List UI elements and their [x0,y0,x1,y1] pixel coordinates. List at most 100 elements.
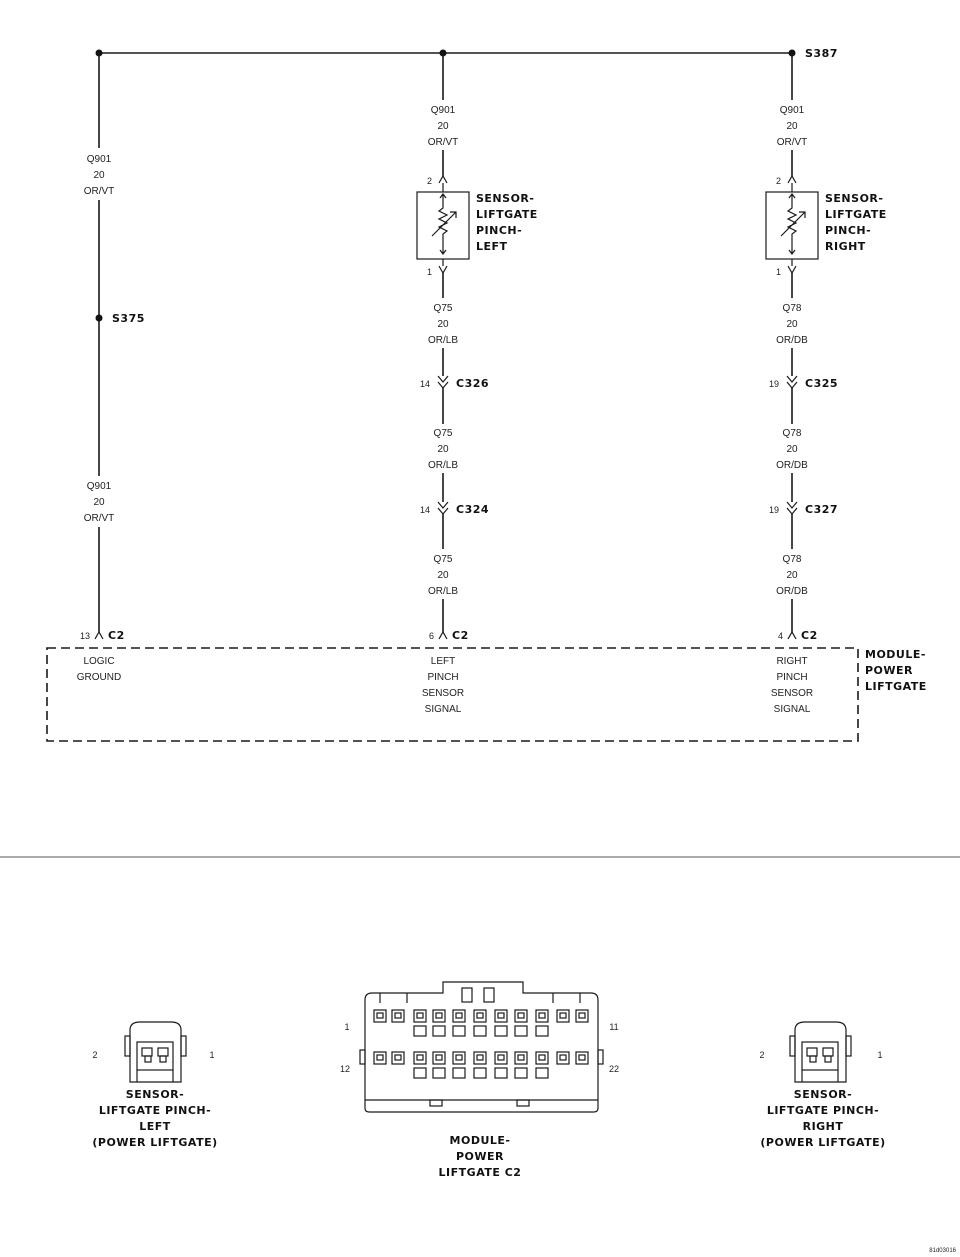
left-sensor-pin1: 1 [427,267,432,277]
mid-1-gauge: 20 [437,319,449,330]
module-label-1: MODULE- [865,648,926,661]
c2-cavity-terminal-11 [578,1012,586,1019]
right-2-color: OR/DB [776,460,808,471]
c2-view-label-3: LIFTGATE C2 [439,1166,522,1179]
c2-cavity-lock-6 [473,1025,487,1037]
pin4-func-3: SENSOR [771,688,813,699]
splice-dot-s375 [95,314,103,322]
right-view-pin-left: 2 [759,1050,764,1060]
mid-3-color: OR/LB [428,586,458,597]
mid-2-circuit: Q75 [434,428,453,439]
c2-view-pin-1: 1 [344,1022,349,1032]
module-boundary [46,647,859,742]
right-view-label-2: LIFTGATE PINCH- [767,1104,879,1117]
c2-cavity-terminal-5 [455,1012,463,1019]
c2-cavity-6 [473,1009,487,1023]
left-upper-circuit: Q901 [87,154,112,165]
right-sensor-label-1: SENSOR- [825,192,883,205]
left-sensor-pin1-terminal [438,265,448,275]
c327-connector-icon [786,501,798,515]
c2-cavity-terminal-13 [394,1054,402,1061]
c2-cavity-lock-7 [494,1025,508,1037]
c2-cavity-5 [452,1009,466,1023]
pin13-func-1: LOGIC [83,656,114,667]
c2-cavity-terminal-15 [435,1054,443,1061]
c2-cavity-3 [413,1009,427,1023]
c2-cavity-terminal-17 [476,1054,484,1061]
right-view-label-1: SENSOR- [794,1088,852,1101]
mid-3-circuit: Q75 [434,554,453,565]
c2-cavity-18 [494,1051,508,1065]
c2-cavity-20 [535,1051,549,1065]
c2-pin6-number: 6 [429,631,434,641]
right-view-label-3: RIGHT [803,1120,844,1133]
right-sensor-pin2-terminal [787,174,797,184]
mid-top-gauge: 20 [437,121,449,132]
c2-pin4-number: 4 [778,631,783,641]
left-view-label-3: LEFT [139,1120,171,1133]
c2-cavity-lock-19 [514,1067,528,1079]
c2-cavity-lock-4 [432,1025,446,1037]
c2-cavity-21 [556,1051,570,1065]
c2-right-name: C2 [801,629,818,642]
variable-resistor-icon [437,193,449,255]
c2-cavity-terminal-3 [416,1012,424,1019]
right-3-circuit: Q78 [783,554,802,565]
c2-view-label-1: MODULE- [450,1134,511,1147]
mid-2-gauge: 20 [437,444,449,455]
right-top-gauge: 20 [786,121,798,132]
left-view-label-1: SENSOR- [126,1088,184,1101]
c2-cavity-terminal-1 [376,1012,384,1019]
left-lower-gauge: 20 [93,497,105,508]
c2-pin13-number: 13 [80,631,90,641]
left-view-pin-left: 2 [92,1050,97,1060]
right-sensor-pin1: 1 [776,267,781,277]
c324-name: C324 [456,503,489,516]
c2-cavity-15 [432,1051,446,1065]
right-sensor-pin2: 2 [776,176,781,186]
right-sensor-label-4: RIGHT [825,240,866,253]
pin6-func-3: SENSOR [422,688,464,699]
c2-view-pin-12: 12 [340,1064,350,1074]
c2-cavity-8 [514,1009,528,1023]
c2-cavity-17 [473,1051,487,1065]
left-sensor-pin2: 2 [427,176,432,186]
left-view-pin-right: 1 [209,1050,214,1060]
right-2-circuit: Q78 [783,428,802,439]
c2-cavity-7 [494,1009,508,1023]
c2-cavity-lock-16 [452,1067,466,1079]
variable-arrow-icon [780,211,806,237]
module-label-2: POWER [865,664,913,677]
c2-pin4-terminal [787,630,797,640]
left-upper-color: OR/VT [84,186,115,197]
c2-cavity-19 [514,1051,528,1065]
right-1-gauge: 20 [786,319,798,330]
left-sensor-connector-view [124,1021,187,1083]
c2-cavity-terminal-8 [517,1012,525,1019]
right-3-gauge: 20 [786,570,798,581]
c2-cavity-terminal-4 [435,1012,443,1019]
mid-1-circuit: Q75 [434,303,453,314]
c2-cavity-11 [575,1009,589,1023]
c2-cavity-terminal-7 [497,1012,505,1019]
pin4-func-4: SIGNAL [774,704,811,715]
c2-cavity-terminal-6 [476,1012,484,1019]
c326-connector-icon [437,375,449,389]
c2-cavity-12 [373,1051,387,1065]
module-c2-connector-view [359,981,604,1113]
c2-view-pin-22: 22 [609,1064,619,1074]
right-sensor-label-3: PINCH- [825,224,871,237]
c2-cavity-lock-18 [494,1067,508,1079]
c2-cavity-terminal-12 [376,1054,384,1061]
c2-cavity-10 [556,1009,570,1023]
c2-cavity-terminal-14 [416,1054,424,1061]
c2-cavity-lock-8 [514,1025,528,1037]
c2-view-pin-11: 11 [609,1022,618,1032]
c2-cavity-9 [535,1009,549,1023]
c326-pin: 14 [420,379,430,389]
right-top-circuit: Q901 [780,105,805,116]
c2-cavity-2 [391,1009,405,1023]
pin6-func-2: PINCH [427,672,458,683]
left-upper-gauge: 20 [93,170,105,181]
